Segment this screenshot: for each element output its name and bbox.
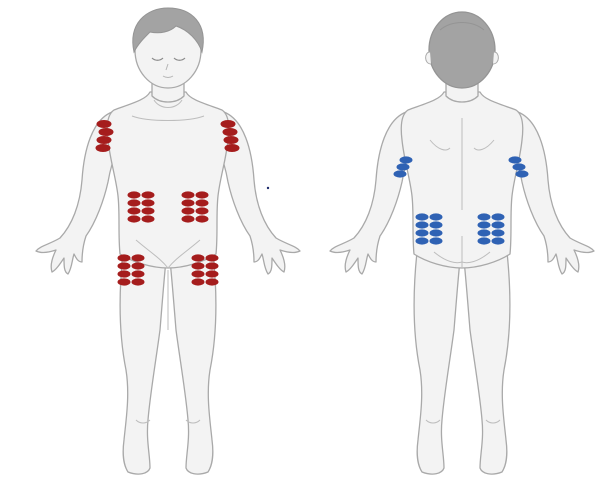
injection-site	[97, 136, 112, 144]
injection-site	[132, 270, 145, 277]
injection-site	[118, 278, 131, 285]
injection-site	[492, 213, 505, 220]
injection-site	[509, 156, 522, 163]
injection-site	[132, 278, 145, 285]
injection-site	[478, 221, 491, 228]
injection-site	[196, 215, 209, 222]
injection-site	[206, 254, 219, 261]
injection-site	[128, 207, 141, 214]
back-view-figure	[330, 12, 594, 474]
injection-site	[221, 120, 236, 128]
injection-site	[182, 191, 195, 198]
injection-site	[128, 191, 141, 198]
injection-site	[478, 237, 491, 244]
injection-site	[97, 120, 112, 128]
injection-site	[132, 254, 145, 261]
stray-dot	[267, 187, 269, 189]
injection-site	[430, 213, 443, 220]
injection-site	[225, 144, 240, 152]
injection-site	[430, 229, 443, 236]
injection-site	[118, 262, 131, 269]
injection-site	[513, 163, 526, 170]
injection-site	[416, 213, 429, 220]
injection-site	[492, 237, 505, 244]
injection-site	[206, 262, 219, 269]
injection-site	[430, 237, 443, 244]
injection-site	[142, 215, 155, 222]
front-head	[133, 8, 203, 88]
injection-site	[192, 262, 205, 269]
injection-site	[492, 229, 505, 236]
injection-site	[99, 128, 114, 136]
injection-site	[196, 191, 209, 198]
injection-site	[132, 262, 145, 269]
injection-site	[142, 199, 155, 206]
injection-site	[416, 237, 429, 244]
injection-site	[118, 254, 131, 261]
injection-site	[96, 144, 111, 152]
injection-site	[394, 170, 407, 177]
injection-site	[142, 191, 155, 198]
injection-site	[182, 215, 195, 222]
injection-site	[192, 254, 205, 261]
injection-site	[478, 229, 491, 236]
injection-site	[196, 207, 209, 214]
injection-site	[128, 199, 141, 206]
injection-site	[196, 199, 209, 206]
front-view-figure	[36, 8, 300, 474]
injection-site	[206, 270, 219, 277]
injection-site	[128, 215, 141, 222]
injection-site	[416, 221, 429, 228]
injection-site	[224, 136, 239, 144]
injection-site	[400, 156, 413, 163]
injection-site	[478, 213, 491, 220]
injection-site	[182, 207, 195, 214]
injection-site	[206, 278, 219, 285]
injection-site	[192, 270, 205, 277]
injection-site	[118, 270, 131, 277]
injection-site	[516, 170, 529, 177]
injection-site	[182, 199, 195, 206]
injection-site	[192, 278, 205, 285]
back-head	[426, 12, 499, 88]
injection-site	[397, 163, 410, 170]
injection-site	[223, 128, 238, 136]
injection-site	[416, 229, 429, 236]
injection-site	[430, 221, 443, 228]
injection-site	[142, 207, 155, 214]
injection-site	[492, 221, 505, 228]
